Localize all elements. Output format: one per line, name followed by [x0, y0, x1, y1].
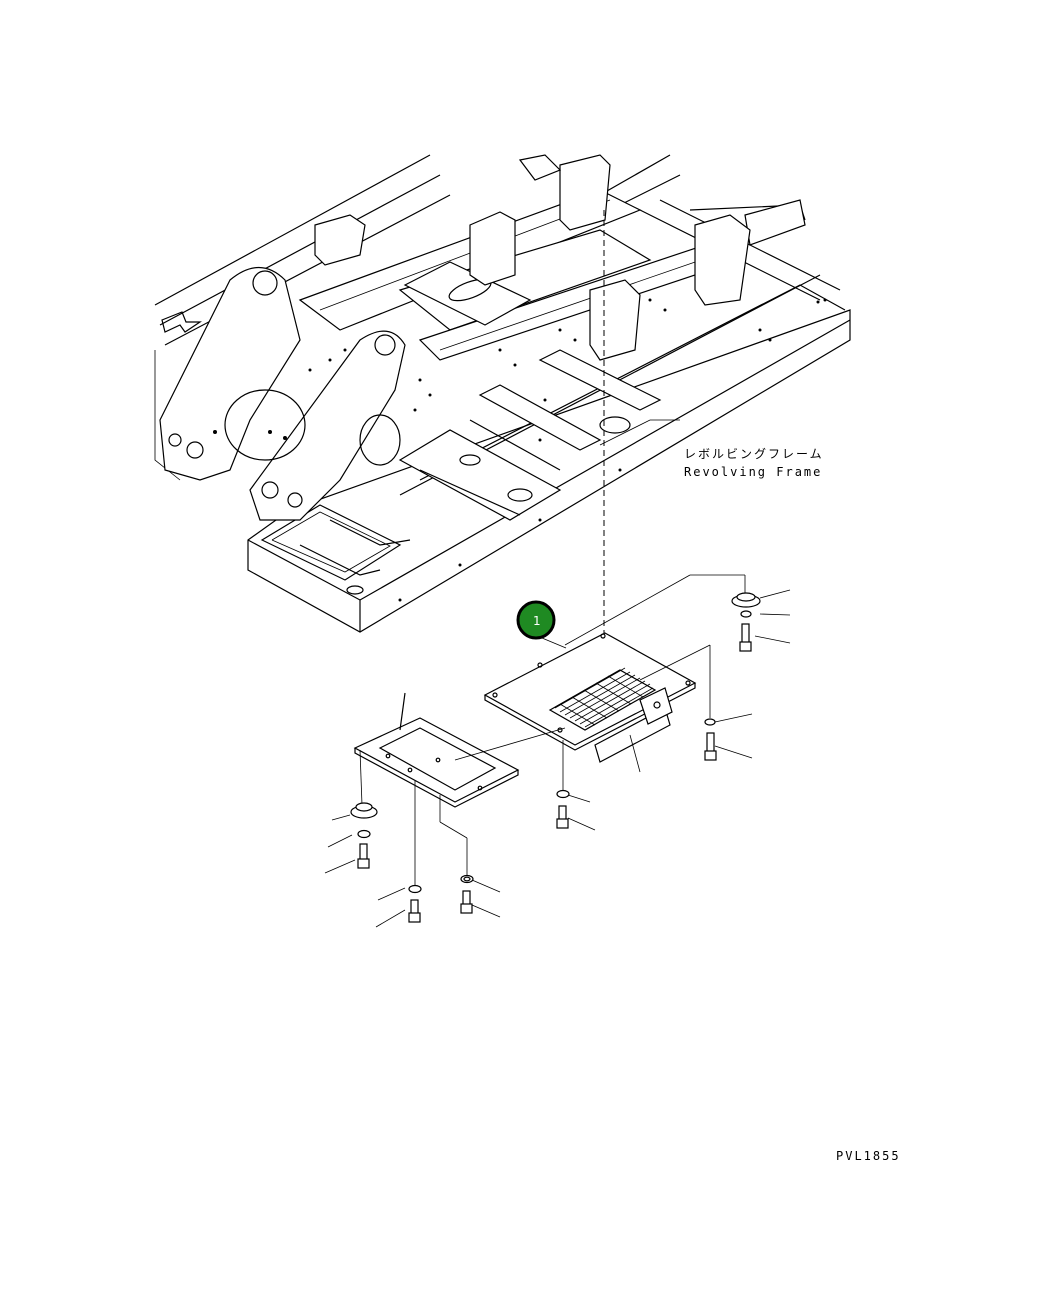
callout-number: 1 — [533, 614, 541, 628]
frame-label-japanese: レボルビングフレーム — [684, 447, 824, 461]
bolt-left-bottom — [408, 884, 422, 923]
mount-rubber-left — [350, 802, 378, 869]
fastener-leaders — [324, 574, 791, 928]
cover-plate-assembly — [483, 632, 697, 773]
mount-rubber-right — [731, 592, 761, 652]
frame-label-leader — [599, 419, 680, 446]
frame-label-english: Revolving Frame — [684, 465, 822, 479]
frame-holes — [213, 298, 827, 602]
drawing-code: PVL1855 — [836, 1149, 901, 1163]
bolt-center-bottom — [460, 874, 474, 914]
grille-mesh — [554, 667, 654, 728]
small-cover-plate — [353, 692, 566, 808]
bolt-middle — [556, 789, 570, 829]
revolving-frame — [154, 154, 851, 633]
bolt-right-lower — [704, 718, 717, 761]
part-callout-1[interactable]: 1 — [516, 600, 556, 640]
